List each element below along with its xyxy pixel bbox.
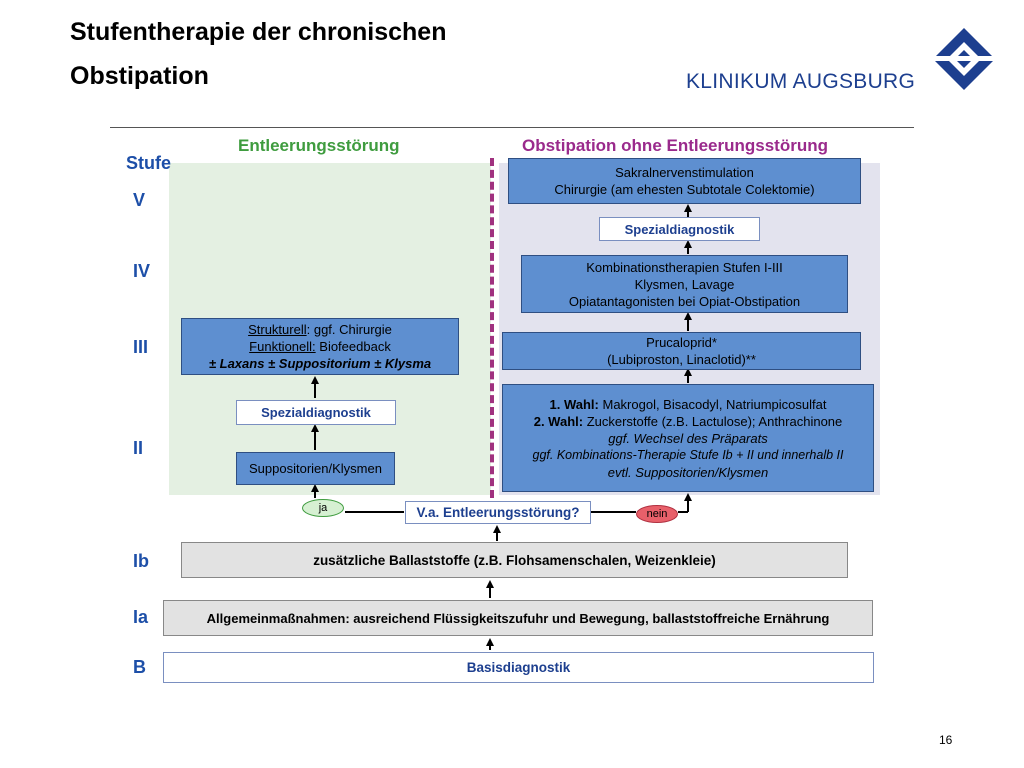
label-strukturell: Strukturell bbox=[248, 322, 307, 337]
level-label-v: V bbox=[133, 190, 146, 210]
label-wahl1: 1. Wahl: bbox=[549, 396, 599, 412]
text-kombinations-therapie: ggf. Kombinations-Therapie Stufe Ib + II… bbox=[532, 447, 844, 462]
text-chirurgie: Chirurgie (am ehesten Subtotale Colektom… bbox=[554, 182, 815, 197]
box-left-spezialdiagnostik: Spezialdiagnostik bbox=[236, 400, 396, 425]
box-right-iv: Kombinationstherapien Stufen I-III Klysm… bbox=[521, 255, 848, 313]
stufe-label: Stufe bbox=[126, 153, 171, 173]
box-right-spezialdiagnostik: Spezialdiagnostik bbox=[599, 217, 760, 241]
logo-wordmark: KLINIKUM AUGSBURG bbox=[686, 70, 915, 94]
diamond-logo-icon bbox=[931, 28, 997, 90]
text-wechsel: ggf. Wechsel des Präparats bbox=[608, 430, 768, 446]
page-number: 16 bbox=[939, 733, 953, 747]
box-basisdiagnostik: Basisdiagnostik bbox=[163, 652, 874, 683]
label-wahl2: 2. Wahl: bbox=[533, 413, 584, 429]
box-left-iii: Strukturell: ggf. Chirurgie Funktionell:… bbox=[181, 318, 459, 375]
text-funktionell: Biofeedback bbox=[315, 339, 391, 354]
text-strukturell: : ggf. Chirurgie bbox=[306, 322, 392, 337]
text-klysmen-lavage: Klysmen, Lavage bbox=[634, 276, 735, 292]
page-title-line1: Stufentherapie der chronischen bbox=[70, 18, 447, 46]
box-ib: zusätzliche Ballaststoffe (z.B. Flohsame… bbox=[181, 542, 848, 578]
column-header-right: Obstipation ohne Entleerungsstörung bbox=[522, 136, 828, 155]
box-right-ii: 1. Wahl: Makrogol, Bisacodyl, Natriumpic… bbox=[502, 384, 874, 492]
box-right-v: Sakralnervenstimulation Chirurgie (am eh… bbox=[508, 158, 861, 204]
text-opiatantagonisten: Opiatantagonisten bei Opiat-Obstipation bbox=[568, 293, 801, 309]
page-title-line2: Obstipation bbox=[70, 62, 209, 90]
text-lubiproston: (Lubiproston, Linaclotid)** bbox=[607, 352, 756, 367]
oval-ja: ja bbox=[302, 499, 344, 517]
logo-part1: KLINIKUM bbox=[686, 70, 788, 93]
level-label-ib: Ib bbox=[133, 551, 149, 571]
label-funktionell: Funktionell: bbox=[249, 339, 316, 354]
level-label-iii: III bbox=[133, 337, 149, 357]
box-right-iii: Prucaloprid* (Lubiproston, Linaclotid)** bbox=[502, 332, 861, 370]
text-wahl1: Makrogol, Bisacodyl, Natriumpicosulfat bbox=[598, 396, 827, 412]
box-decision: V.a. Entleerungsstörung? bbox=[405, 501, 591, 524]
box-ia: Allgemeinmaßnahmen: ausreichend Flüssigk… bbox=[163, 600, 873, 636]
level-label-iv: IV bbox=[133, 261, 151, 281]
column-divider bbox=[490, 158, 494, 498]
column-header-left: Entleerungsstörung bbox=[238, 136, 400, 155]
text-wahl2: Zuckerstoffe (z.B. Lactulose); Anthrachi… bbox=[583, 413, 843, 429]
level-label-ia: Ia bbox=[133, 607, 149, 627]
header-divider bbox=[110, 127, 914, 128]
text-sakral: Sakralnervenstimulation bbox=[615, 165, 754, 180]
logo-part2: AUGSBURG bbox=[787, 70, 916, 93]
text-laxans: ± Laxans ± Suppositorium ± Klysma bbox=[208, 356, 432, 371]
text-prucaloprid: Prucaloprid* bbox=[646, 335, 717, 350]
level-label-ii: II bbox=[133, 438, 144, 458]
box-left-suppositorien: Suppositorien/Klysmen bbox=[236, 452, 395, 485]
level-label-b: B bbox=[133, 657, 146, 677]
text-kombination: Kombinationstherapien Stufen I-III bbox=[586, 259, 783, 275]
oval-nein: nein bbox=[636, 505, 678, 523]
text-evtl-suppositorien: evtl. Suppositorien/Klysmen bbox=[607, 464, 769, 480]
